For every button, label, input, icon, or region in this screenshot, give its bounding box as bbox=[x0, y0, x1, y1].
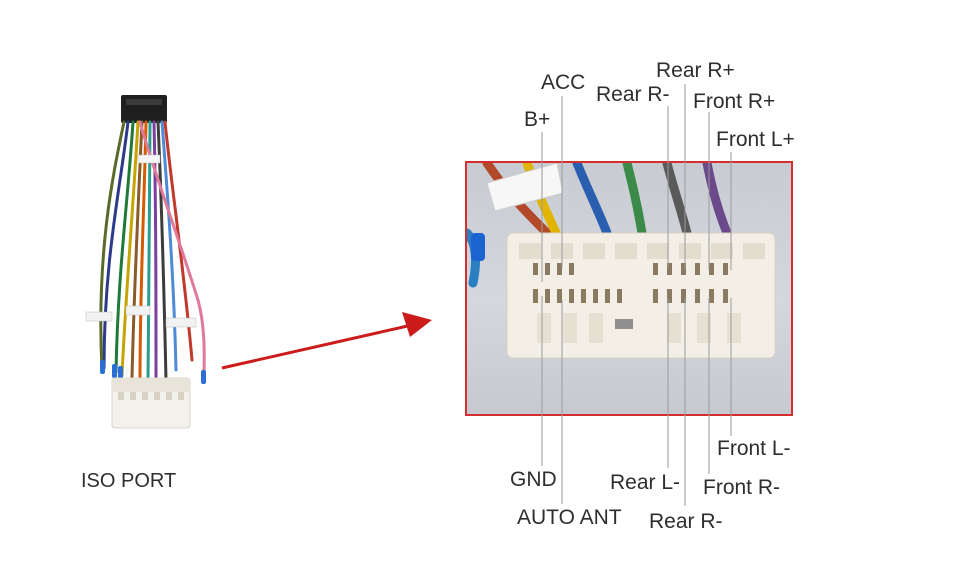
red-arrow-icon bbox=[221, 323, 413, 370]
iso-port-caption: ISO PORT bbox=[81, 470, 177, 492]
label-acc: ACC bbox=[541, 71, 586, 94]
label-front-l-minus: Front L- bbox=[717, 437, 791, 460]
connector-closeup bbox=[465, 161, 793, 416]
label-b-plus: B+ bbox=[524, 108, 551, 131]
label-rear-l-minus: Rear L- bbox=[610, 471, 681, 494]
label-front-r-plus: Front R+ bbox=[693, 90, 776, 113]
label-auto-ant: AUTO ANT bbox=[517, 506, 622, 529]
label-rear-r-minus-top: Rear R- bbox=[596, 83, 670, 106]
label-front-l-plus: Front L+ bbox=[716, 128, 795, 151]
label-gnd: GND bbox=[510, 468, 557, 491]
label-rear-r-plus: Rear R+ bbox=[656, 59, 735, 82]
label-rear-r-minus-bottom: Rear R- bbox=[649, 510, 723, 533]
label-front-r-minus: Front R- bbox=[703, 476, 781, 499]
